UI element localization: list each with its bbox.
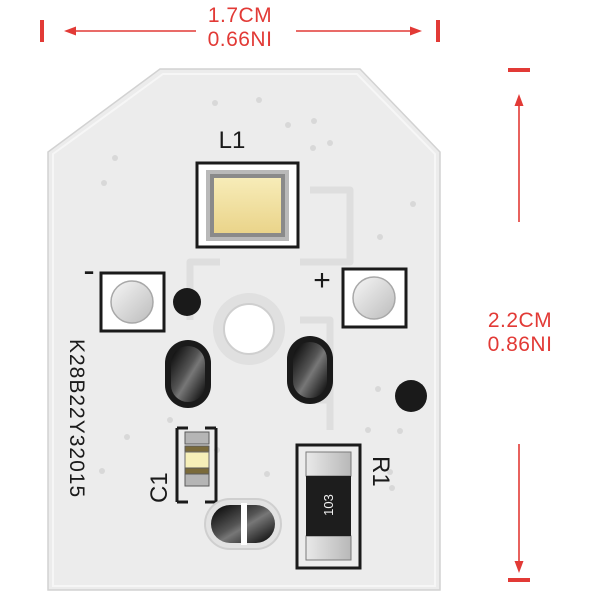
fiducial-dot xyxy=(173,288,201,316)
width-cm: 1.7CM xyxy=(207,4,273,27)
resistor-code: 103 xyxy=(321,494,336,516)
height-cm: 2.2CM xyxy=(487,309,553,332)
minus-label: - xyxy=(83,252,94,290)
resistor-body xyxy=(306,476,351,536)
width-inch: 0.66NI xyxy=(207,28,273,51)
height-dimension-line xyxy=(508,68,530,582)
led-l1 xyxy=(195,161,300,249)
minus-pad xyxy=(99,271,166,333)
resistor-label: R1 xyxy=(367,456,394,487)
solder-pad-left xyxy=(165,340,211,408)
jumper-pad xyxy=(204,498,282,550)
plus-label: + xyxy=(313,264,331,297)
plus-pad xyxy=(341,267,408,329)
capacitor-label: C1 xyxy=(146,472,173,503)
serial-number: K28B22Y32015 xyxy=(65,339,88,498)
fiducial-dot xyxy=(395,380,427,412)
capacitor-body xyxy=(184,451,210,469)
width-dimension-line xyxy=(40,20,440,42)
width-dimension-label: 1.7CM 0.66NI xyxy=(190,4,290,52)
resistor-r1 xyxy=(295,443,362,570)
height-dimension-label: 2.2CM 0.86NI xyxy=(470,309,570,357)
led-emitter xyxy=(214,178,281,233)
height-inch: 0.86NI xyxy=(487,333,553,356)
capacitor-c1 xyxy=(175,426,218,504)
mounting-hole xyxy=(213,293,285,365)
led-label: L1 xyxy=(219,127,246,154)
solder-pad-right xyxy=(287,336,333,404)
